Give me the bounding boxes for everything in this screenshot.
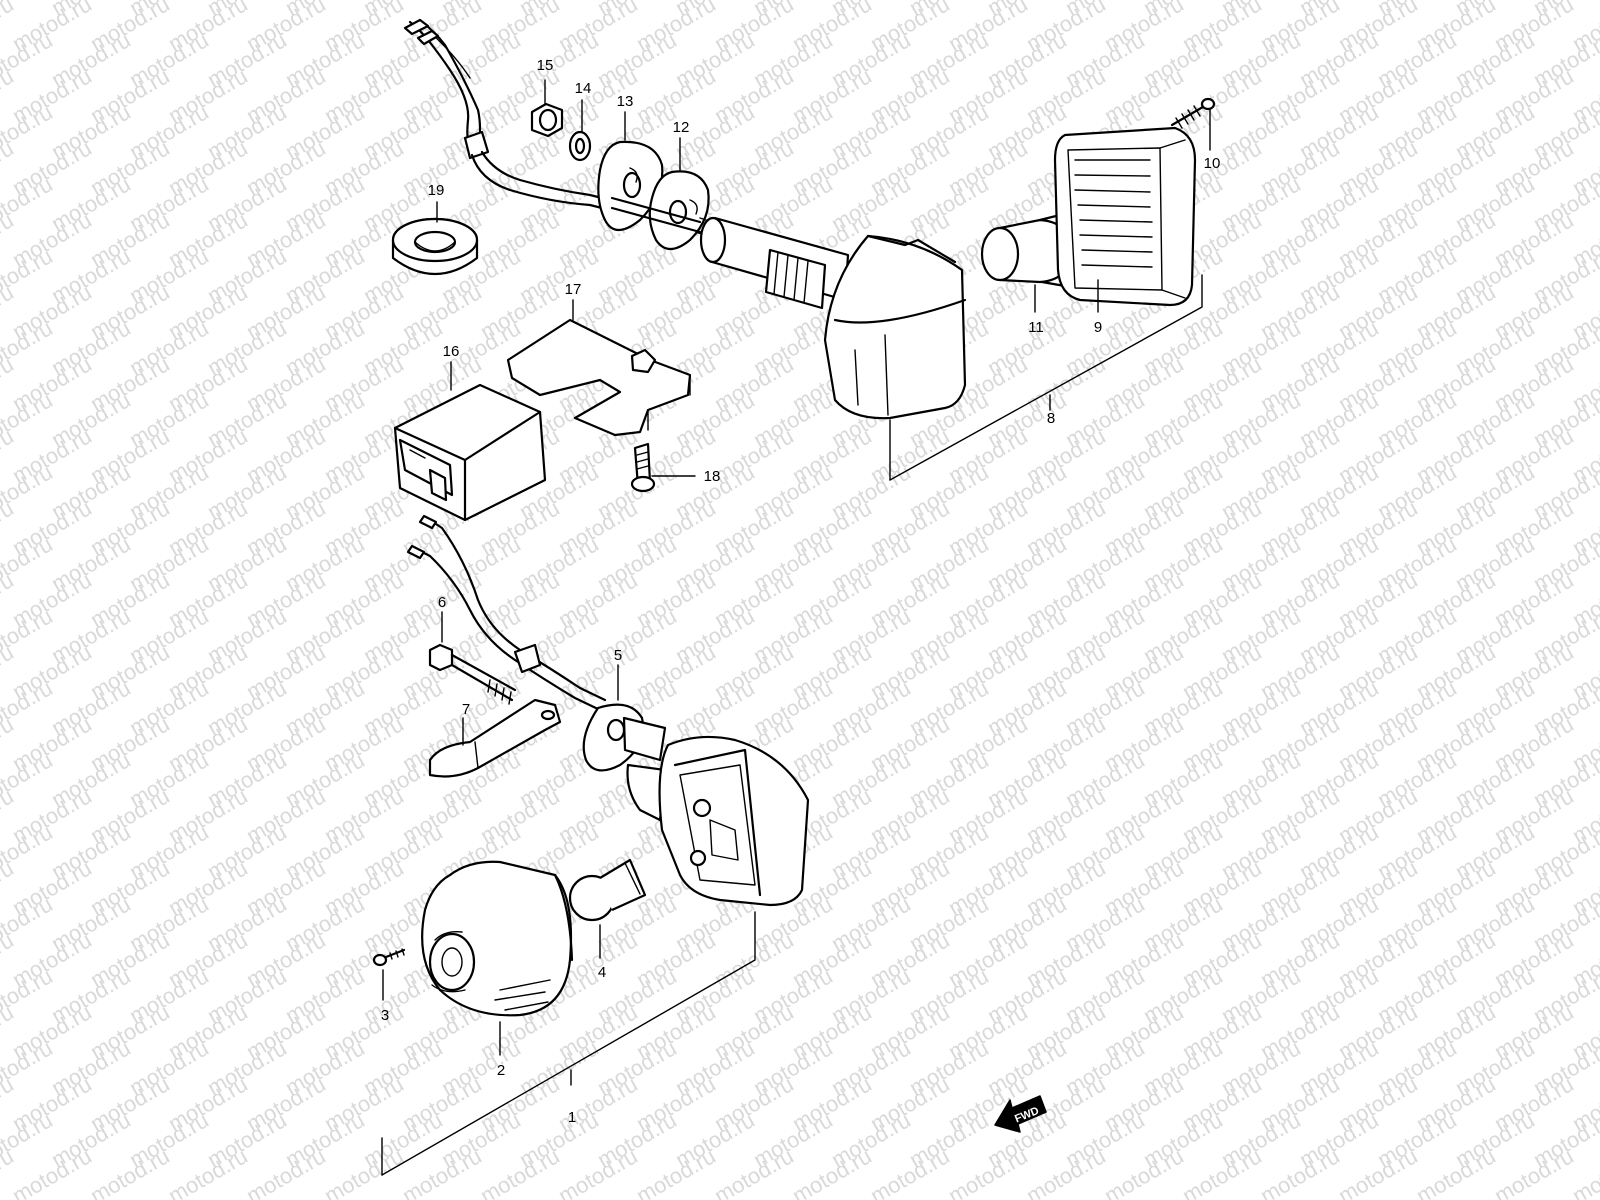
front-signal-housing[interactable]: [622, 716, 810, 907]
callout-16: 16: [443, 343, 460, 360]
callout-7: 7: [462, 701, 470, 718]
callout-3: 3: [381, 1007, 389, 1024]
callout-4: 4: [598, 964, 606, 981]
callout-17: 17: [565, 281, 582, 298]
callout-18: 18: [704, 468, 721, 485]
washer-part[interactable]: [568, 130, 592, 162]
front-lens-part[interactable]: [421, 860, 574, 1017]
callout-2: 2: [497, 1062, 505, 1079]
callout-14: 14: [575, 80, 592, 97]
nut-part[interactable]: [530, 102, 564, 138]
rear-lens-part[interactable]: [1053, 126, 1197, 307]
callout-9: 9: [1094, 319, 1102, 336]
callout-6: 6: [438, 594, 446, 611]
callout-5: 5: [614, 647, 622, 664]
callout-15: 15: [537, 57, 554, 74]
callout-13: 13: [617, 93, 634, 110]
callout-19: 19: [428, 182, 445, 199]
callout-11: 11: [1028, 319, 1044, 336]
grommet-part[interactable]: [391, 217, 479, 276]
callout-10: 10: [1204, 155, 1221, 172]
callout-12: 12: [673, 119, 690, 136]
callout-1: 1: [568, 1109, 576, 1126]
callout-8: 8: [1047, 410, 1055, 427]
